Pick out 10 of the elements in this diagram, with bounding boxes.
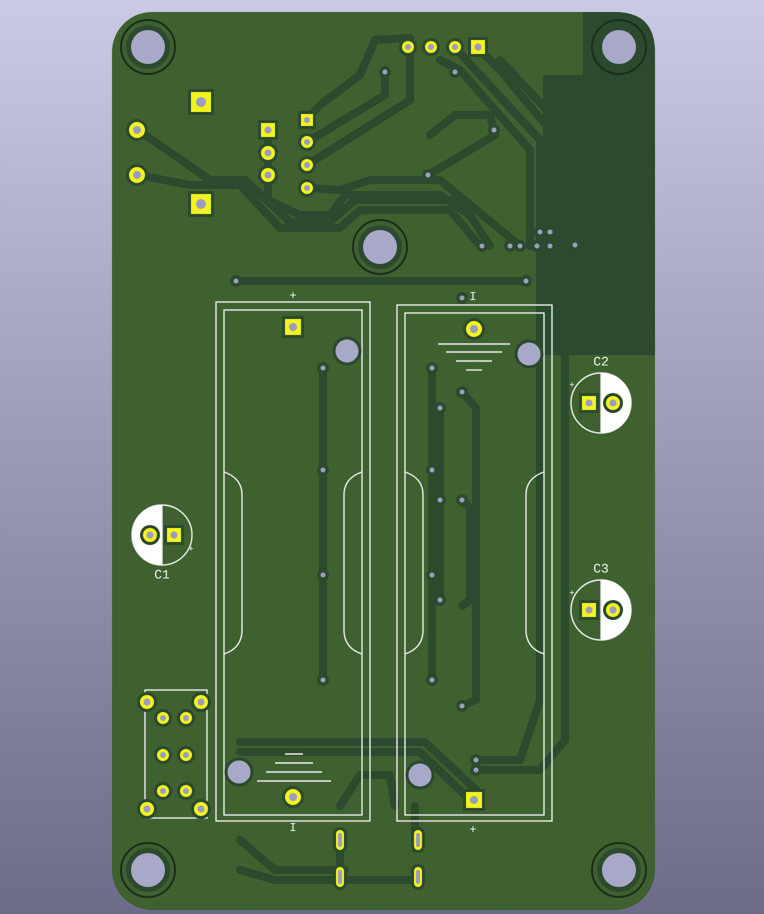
- polarity-mark: +: [569, 590, 575, 598]
- polarity-mark: +: [289, 290, 297, 302]
- component-label: C1: [154, 568, 170, 582]
- polarity-mark: +: [569, 382, 575, 390]
- component-label: C3: [593, 562, 609, 576]
- component-label: C2: [593, 356, 609, 368]
- polarity-mark: +: [469, 824, 477, 836]
- polarity-mark: I: [289, 822, 297, 834]
- polarity-mark: +: [188, 546, 194, 554]
- polarity-mark: I: [469, 291, 477, 303]
